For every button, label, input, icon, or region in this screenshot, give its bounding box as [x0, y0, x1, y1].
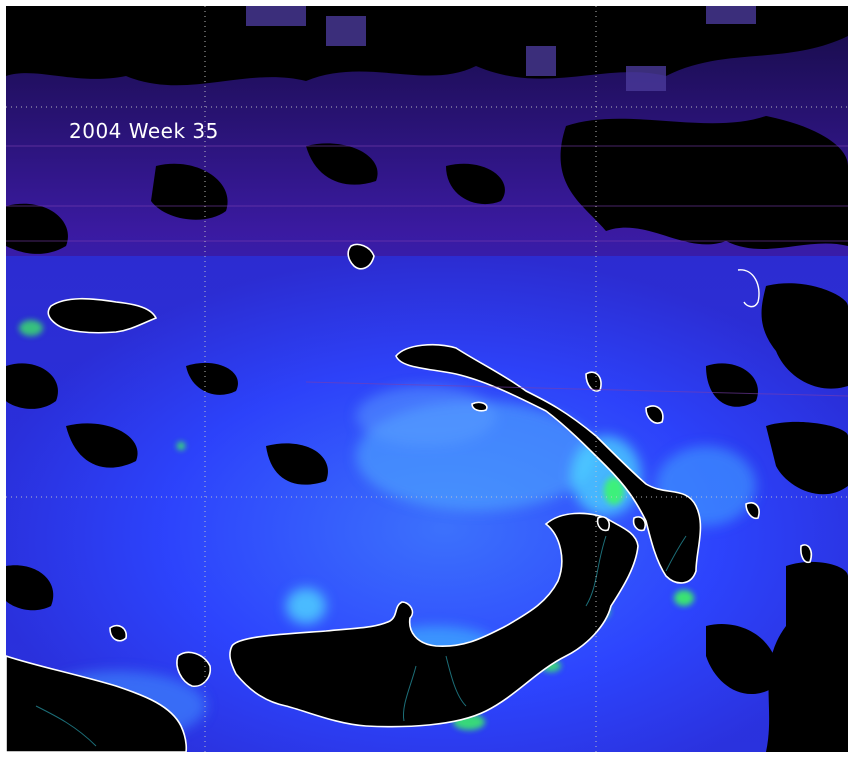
southern-island [229, 512, 639, 728]
eastern-island-arm [395, 343, 702, 584]
map-caption: 2004 Week 35 [69, 119, 219, 143]
northwest-island [47, 297, 158, 334]
southwest-land [6, 655, 188, 752]
map-canvas [6, 6, 848, 752]
north-islet [347, 243, 375, 270]
scan-lines [6, 145, 848, 397]
satellite-map: 2004 Week 35 [6, 6, 848, 752]
graticule [6, 6, 848, 752]
scan-artifacts [246, 6, 756, 91]
rivers [35, 535, 687, 747]
caldera-ring [737, 269, 760, 308]
land-masses [6, 243, 813, 752]
